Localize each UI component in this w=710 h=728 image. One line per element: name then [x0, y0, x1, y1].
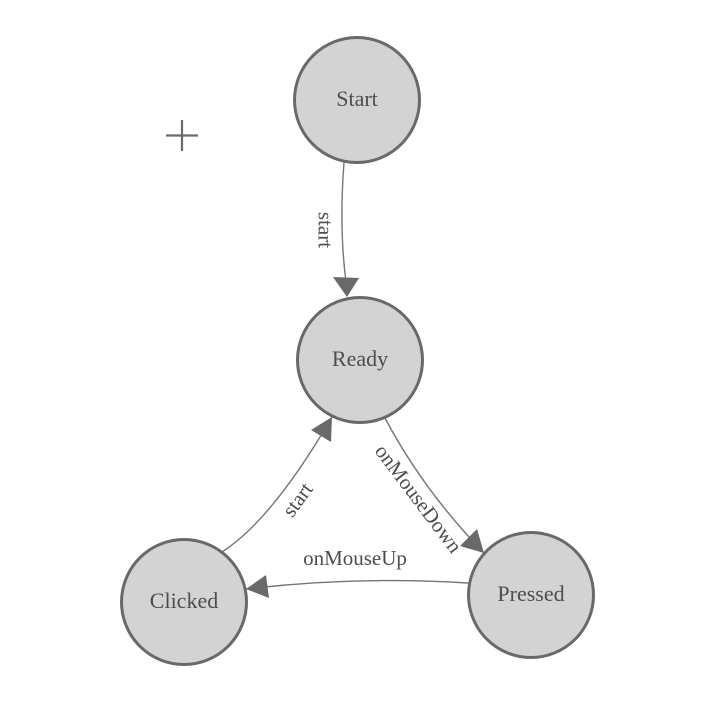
arrowhead-icon: [311, 417, 332, 442]
node-label-ready: Ready: [332, 346, 388, 371]
edge-label-onmouseup: onMouseUp: [303, 546, 407, 570]
edge-line-clicked-to-ready[interactable]: [221, 416, 333, 553]
edge-line-pressed-to-clicked[interactable]: [245, 579, 469, 590]
edge-label-start-1: start: [314, 212, 338, 248]
edge-line-start-to-ready[interactable]: [341, 161, 347, 283]
edge-clicked-to-ready[interactable]: start: [221, 416, 333, 553]
edge-label-start-2: start: [277, 478, 318, 521]
node-label-pressed: Pressed: [497, 581, 564, 606]
edge-start-to-ready[interactable]: start: [314, 161, 359, 297]
node-circle-start[interactable]: [293, 36, 421, 164]
node-circle-ready[interactable]: [296, 296, 424, 424]
edge-label-onmousedown: onMouseDown: [370, 440, 467, 558]
node-start[interactable]: Start: [293, 36, 421, 164]
node-label-start: Start: [336, 86, 378, 111]
node-label-clicked: Clicked: [150, 588, 218, 613]
arrowhead-icon: [460, 529, 484, 553]
edge-pressed-to-clicked[interactable]: onMouseUp: [245, 546, 469, 598]
node-ready[interactable]: Ready: [296, 296, 424, 424]
edge-ready-to-pressed[interactable]: onMouseDown: [370, 417, 485, 558]
arrowhead-icon: [333, 277, 359, 297]
crosshair-icon: [166, 120, 198, 151]
node-circle-pressed[interactable]: [467, 531, 595, 659]
node-circle-clicked[interactable]: [120, 538, 248, 666]
arrowhead-icon: [246, 575, 269, 598]
node-pressed[interactable]: Pressed: [467, 531, 595, 659]
node-clicked[interactable]: Clicked: [120, 538, 248, 666]
